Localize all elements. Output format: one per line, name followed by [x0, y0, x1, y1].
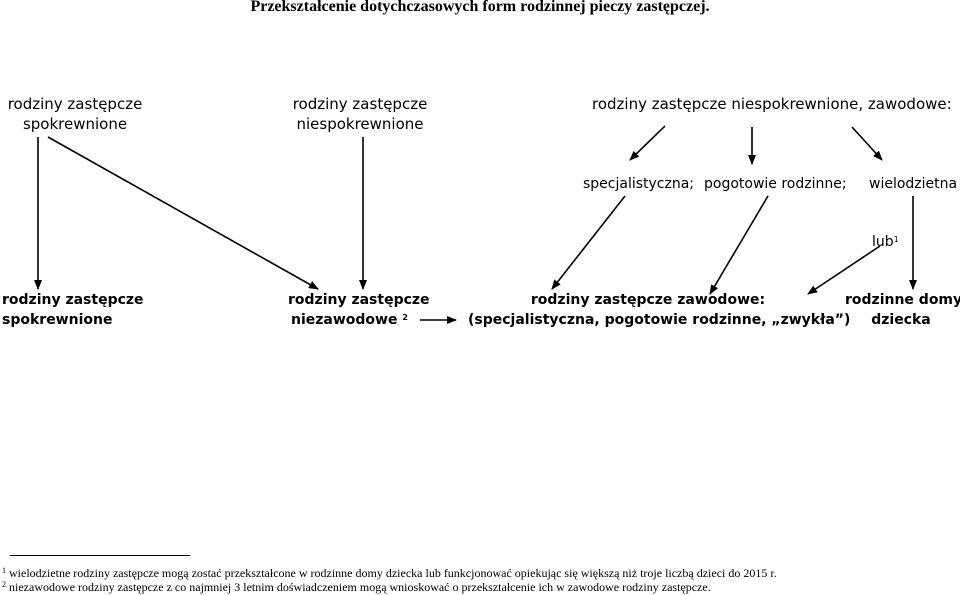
- footnote-1-num: 1: [2, 566, 6, 575]
- page-title: Przekształcenie dotychczasowych form rod…: [250, 0, 710, 15]
- footnote-1-text: wielodzietne rodziny zastępcze mogą zost…: [9, 566, 777, 580]
- arrow-specjalistyczna-to-zawodowe: [551, 195, 626, 290]
- arrow-pogotowie-to-zawodowe: [709, 195, 769, 295]
- bottom-spokrewnione-line2: spokrewnione: [2, 312, 113, 328]
- arrow-niespokrewnione-diagonal: [47, 136, 319, 290]
- top-spokrewnione-line1: rodziny zastępcze: [7, 95, 143, 113]
- arrow-to-specjalistyczna: [629, 125, 666, 161]
- bottom-zawodowe-box: rodziny zastępcze zawodowe: (specjalisty…: [468, 290, 851, 330]
- footnote-separator: [10, 555, 190, 556]
- bottom-domy-line2: dziecka: [871, 312, 931, 328]
- top-niespokrewnione-line1: rodziny zastępcze: [292, 95, 428, 113]
- mid-specjalistyczna-label: specjalistyczna;: [583, 176, 695, 192]
- niezawodowe-footnote-ref: 2: [402, 313, 408, 322]
- bottom-niezawodowe-line1: rodziny zastępcze: [288, 292, 430, 308]
- bottom-spokrewnione-box: rodziny zastępcze spokrewnione: [2, 290, 144, 330]
- lub-footnote-ref: 1: [893, 235, 899, 244]
- footnote-2-num: 2: [2, 580, 6, 589]
- mid-pogotowie-label: pogotowie rodzinne;: [704, 176, 847, 192]
- mid-lub-label: lub1: [872, 233, 899, 251]
- bottom-niezawodowe-line2-wrap: niezawodowe 2: [288, 310, 430, 330]
- bottom-niezawodowe-box: rodziny zastępcze niezawodowe 2: [288, 290, 430, 330]
- footnote-2-text: niezawodowe rodziny zastępcze z co najmn…: [9, 580, 711, 594]
- lub-text: lub: [872, 234, 894, 250]
- bottom-zawodowe-line1: rodziny zastępcze zawodowe:: [530, 292, 766, 308]
- arrow-to-wielodzietna: [851, 126, 883, 161]
- bottom-domy-line1: rodzinne domy: [845, 292, 960, 308]
- bottom-spokrewnione-line1: rodziny zastępcze: [2, 292, 144, 308]
- top-spokrewnione-line2: spokrewnione: [22, 115, 128, 133]
- top-zawodowe-label: rodziny zastępcze niespokrewnione, zawod…: [592, 95, 952, 113]
- bottom-zawodowe-line2: (specjalistyczna, pogotowie rodzinne, „z…: [468, 312, 851, 328]
- top-niespokrewnione-box: rodziny zastępcze niespokrewnione: [280, 94, 440, 134]
- bottom-domy-box: rodzinne domy dziecka: [845, 290, 960, 330]
- footnote-1: 1 wielodzietne rodziny zastępcze mogą zo…: [2, 566, 777, 580]
- top-spokrewnione-box: rodziny zastępcze spokrewnione: [0, 94, 150, 134]
- bottom-niezawodowe-line2: niezawodowe: [291, 312, 398, 328]
- arrow-wielodzietna-to-zawodowe: [807, 245, 881, 295]
- mid-wielodzietna-label: wielodzietna: [869, 176, 958, 192]
- top-niespokrewnione-line2: niespokrewnione: [296, 115, 424, 133]
- footnote-2: 2 niezawodowe rodziny zastępcze z co naj…: [2, 580, 711, 594]
